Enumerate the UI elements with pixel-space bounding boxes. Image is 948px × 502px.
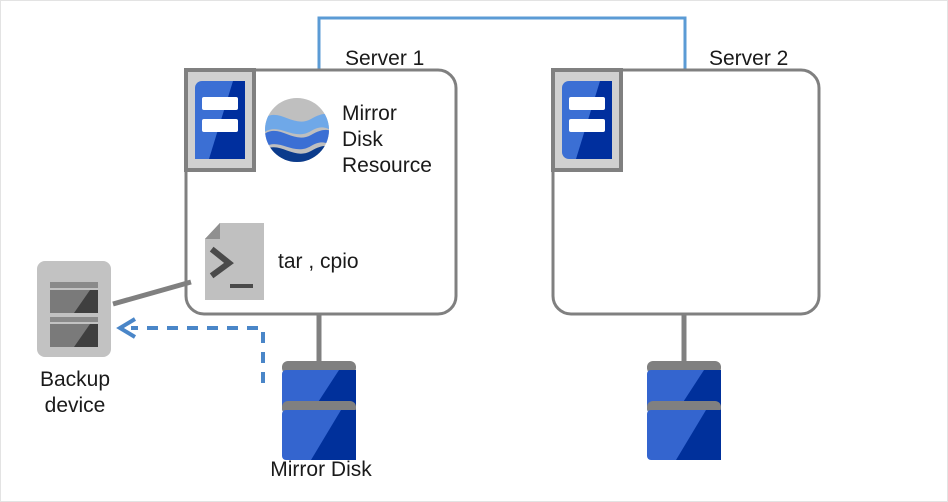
backup-script-connector [112,279,192,307]
server-icon-2 [551,68,623,172]
disk-stack-icon-2 [647,361,721,460]
tape-library-icon [37,261,111,357]
mirror-disk-label: Mirror Disk [270,458,372,481]
mirror-disk-resource-label: Mirror Disk Resource [342,102,432,177]
network-link [317,16,687,77]
script-file-icon [205,223,264,300]
server-icon-1 [184,68,256,172]
globe-icon [265,98,329,162]
server1-title: Server 1 [345,47,425,70]
backup-flow-arrow [116,317,265,383]
backup-device-label: Backup device [39,368,111,417]
disk-stack-icon-1 [282,361,356,460]
tar-cpio-label: tar , cpio [278,250,359,273]
server2-title: Server 2 [709,47,789,70]
